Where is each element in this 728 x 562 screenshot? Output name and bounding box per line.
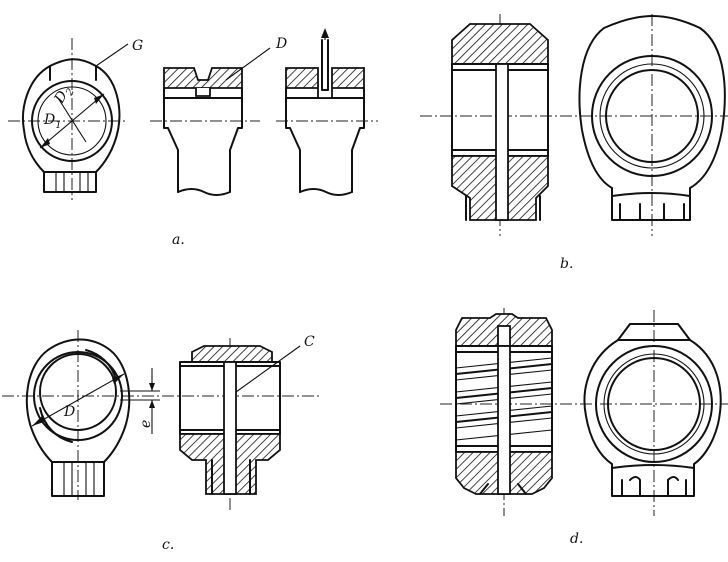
- view-b-eye-front: [578, 14, 726, 236]
- view-c-section: [179, 338, 301, 510]
- view-a-section-1: [150, 47, 271, 196]
- view-b: b.: [420, 14, 728, 272]
- view-a-section-2: [276, 28, 378, 196]
- label-a-D: D: [275, 36, 287, 52]
- view-c-eye-front: [25, 330, 160, 500]
- view-d: d.: [440, 308, 728, 547]
- caption-d: d.: [570, 531, 583, 547]
- label-c-e: e: [138, 420, 154, 428]
- view-b-section: [451, 14, 549, 236]
- view-d-section: [455, 308, 553, 516]
- label-a-G: G: [132, 38, 143, 54]
- caption-a: a.: [172, 232, 185, 248]
- view-a-eye-front: [8, 38, 129, 200]
- view-c: D e C c.: [2, 330, 322, 553]
- view-a: G D1 D2 D a.: [8, 28, 378, 248]
- label-a-D1: D1: [43, 112, 62, 131]
- label-c-D: D: [63, 404, 75, 420]
- label-c-C: C: [304, 334, 315, 350]
- caption-c: c.: [162, 537, 174, 553]
- caption-b: b.: [560, 256, 573, 272]
- view-d-eye-front: [583, 310, 722, 516]
